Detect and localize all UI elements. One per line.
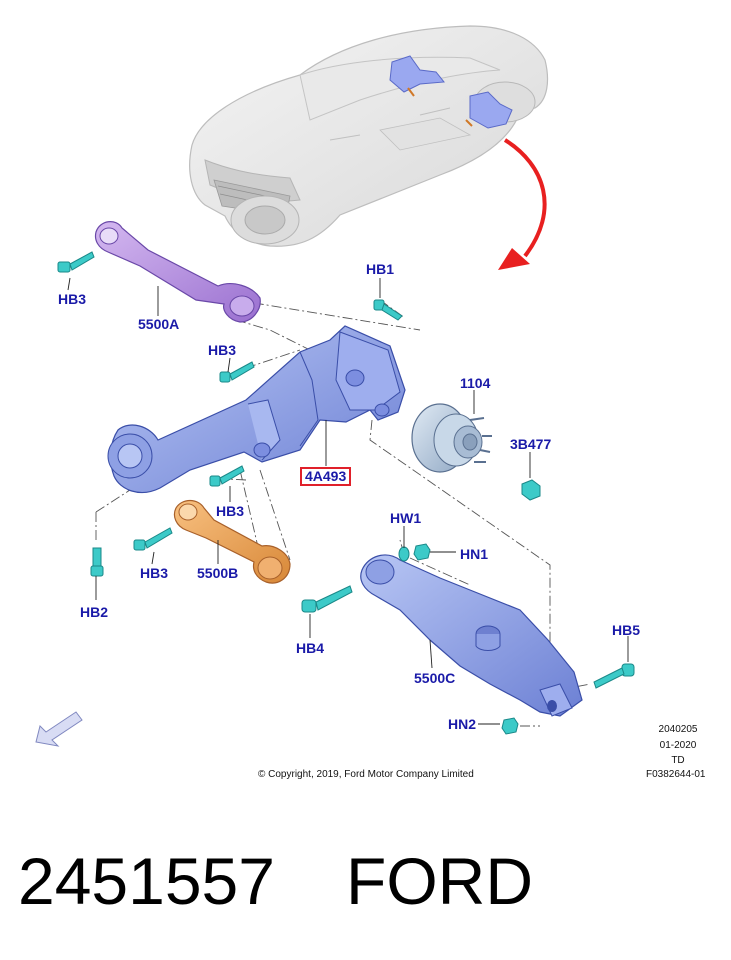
bolt-hb3-top [57,251,95,273]
label-hb4: HB4 [296,640,325,656]
fasteners [57,251,635,735]
bolt-hb5 [593,663,635,689]
label-4a493: 4A493 [300,467,352,486]
lower-arm-5500c [360,554,583,717]
car-body [189,25,549,247]
nut-hn2 [501,717,519,735]
bolt-hb3-mid [219,361,255,383]
nut-3b477 [521,479,541,501]
label-hb3-mid: HB3 [208,342,237,358]
bolt-hb1 [373,299,403,321]
washer-hw1 [398,546,410,562]
bolt-hb2 [90,547,104,577]
label-1104: 1104 [460,375,491,391]
wheel-hub-1104 [411,403,492,473]
orientation-arrow-icon [35,711,83,747]
label-5500c: 5500C [414,670,456,686]
label-hb5: HB5 [612,622,641,638]
label-hb3-top: HB3 [58,291,87,307]
figure-number: F0382644-01 [646,769,706,780]
label-hb2: HB2 [80,604,109,620]
car-suspension-thumbnail [389,55,513,129]
label-hn1: HN1 [460,546,489,562]
part-number: 2451557 [18,844,275,918]
label-hn2: HN2 [448,716,477,732]
leader-lines [67,277,629,725]
upper-arm-5500a [94,221,261,323]
diagram-td: TD [671,755,685,766]
label-hb3-low: HB3 [216,503,245,519]
nut-hn1 [413,543,431,561]
label-3b477: 3B477 [510,436,552,452]
copyright-text: © Copyright, 2019, Ford Motor Company Li… [258,769,474,780]
bolt-hb4 [301,585,353,613]
red-direction-arrow [498,138,547,270]
brand-name: FORD [346,844,533,918]
label-hb3-bottom: HB3 [140,565,169,581]
lower-link-5500b [173,499,291,584]
diagram-date: 01-2020 [659,740,697,751]
knuckle-4a493 [107,325,406,493]
bolt-hb3-low [209,465,245,487]
bolt-hb3-bottom [133,527,173,551]
label-hw1: HW1 [390,510,422,526]
label-5500b: 5500B [197,565,239,581]
diagram-code: 2040205 [658,724,698,735]
label-hb1: HB1 [366,261,395,277]
label-5500a: 5500A [138,316,180,332]
